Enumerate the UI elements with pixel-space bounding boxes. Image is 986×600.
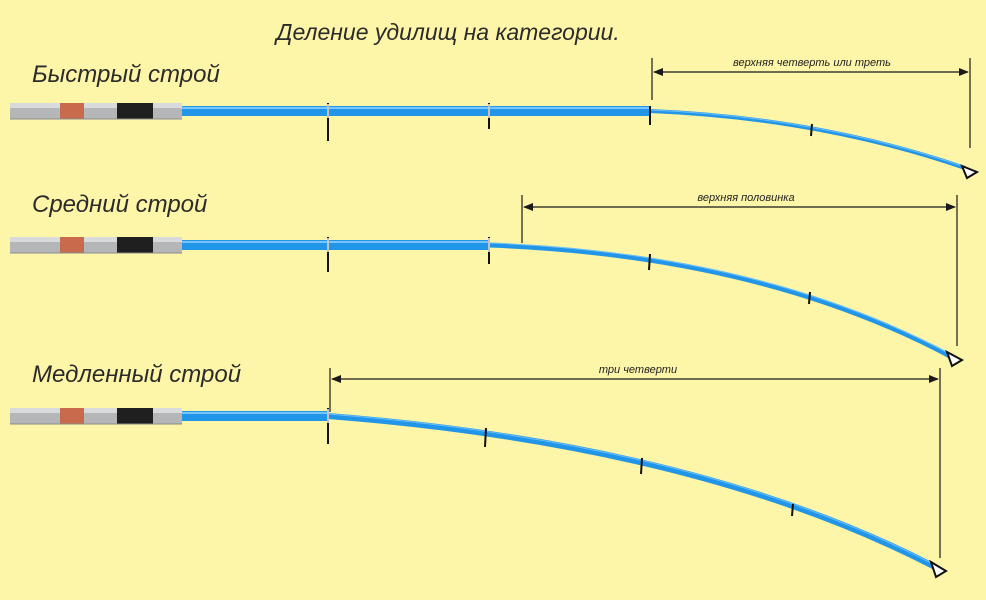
action-span-slow: три четверти [329,364,941,558]
rod-label-slow: Медленный строй [32,361,241,388]
rod-tip-ring [945,349,965,368]
handle-ring-black [117,237,153,253]
rod-handle [10,237,182,254]
rod-section-marks [327,408,794,517]
rod-blank-tip [649,109,966,170]
rod-fast-action: Быстрый строй верхняя четверть или треть [10,57,980,180]
rod-blank-tip [488,242,952,359]
handle-ring-red [60,237,84,253]
rod-slow-action: Медленный строй три четверти [10,361,948,579]
rod-medium-action: Средний строй верхняя половинка [10,191,965,368]
rod-handle [10,103,182,120]
rod-label-fast: Быстрый строй [32,61,220,88]
action-span-fast: верхняя четверть или треть [651,57,971,148]
rod-blank-tip [327,413,937,570]
rod-tip-ring [929,559,948,579]
rod-handle [10,408,182,425]
rod-label-medium: Средний строй [32,191,207,218]
handle-ring-red [60,408,84,424]
handle-ring-red [60,103,84,119]
span-label-medium: верхняя половинка [697,192,794,204]
rod-tip-ring [960,164,980,180]
span-label-fast: верхняя четверть или треть [733,57,891,69]
rod-section-marks [327,103,813,141]
diagram-title: Деление удилищ на категории. [273,19,619,45]
rod-section-marks [327,237,811,305]
handle-ring-black [117,103,153,119]
action-span-medium: верхняя половинка [521,192,958,346]
handle-ring-black [117,408,153,424]
span-label-slow: три четверти [599,364,677,376]
